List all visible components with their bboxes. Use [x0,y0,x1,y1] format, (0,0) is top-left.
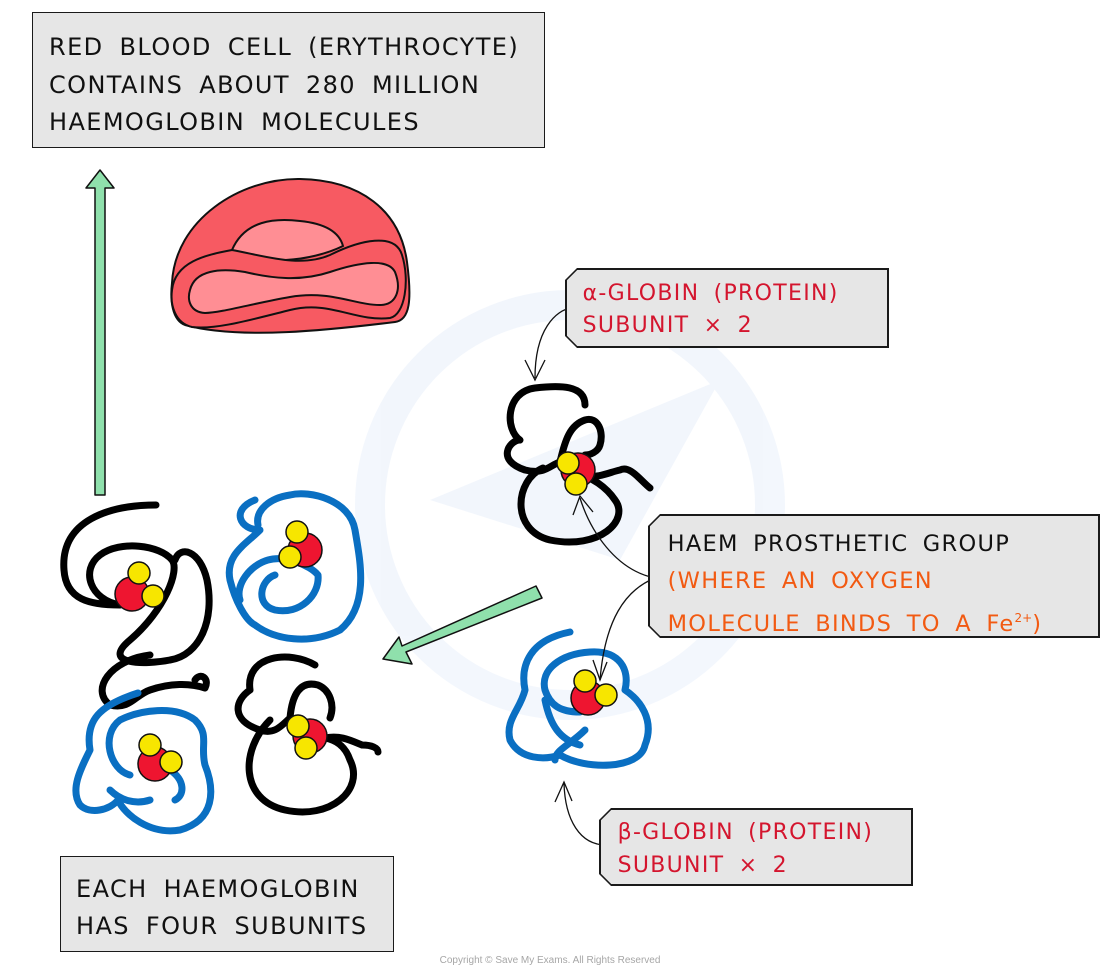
haemoglobin-beta-subunit-2 [72,689,215,835]
alpha-globin-subunit [503,383,654,546]
haem-connector-alpha [579,497,656,579]
haem-prosthetic-label: HAEM PROSTHETIC GROUP (WHERE AN OXYGEN M… [648,514,1100,638]
arrow-up-to-rbc [85,169,115,496]
haem-arrowhead-beta-icon [592,659,608,682]
oxygen-atom-icon [564,472,588,496]
four-subunits-line: HAS FOUR SUBUNITS [76,912,368,940]
rbc-info-line: HAEMOGLOBIN MOLECULES [49,108,420,136]
haem-connector-beta [599,577,656,681]
iron-charge-superscript: 2+ [1014,610,1033,625]
alpha-symbol: α [582,280,599,306]
beta-arrowhead-icon [554,780,573,803]
beta-connector [563,782,607,846]
beta-label-text: -GLOBIN (PROTEIN) [632,819,874,845]
haemoglobin-molecule [60,490,382,835]
four-subunits-line: EACH HAEMOGLOBIN [76,875,360,903]
haem-label-title: HAEM PROSTHETIC GROUP [667,530,1011,557]
alpha-label-line-1: α-GLOBIN (PROTEIN) [583,278,888,310]
oxygen-atom-icon [573,669,597,693]
oxygen-atom-icon [594,683,618,707]
oxygen-atom-icon [556,451,580,475]
haem-label-line-2: (WHERE AN OXYGEN [667,567,933,594]
copyright-notice: Copyright © Save My Exams. All Rights Re… [439,955,661,966]
rbc-info-line: RED BLOOD CELL (ERYTHROCYTE) [49,33,520,61]
alpha-globin-label: α-GLOBIN (PROTEIN) SUBUNIT × 2 [565,268,889,348]
beta-label-line-2: SUBUNIT × 2 [617,852,788,878]
alpha-label-line-2: SUBUNIT × 2 [582,312,753,338]
haem-label-line-3-text: MOLECULE BINDS TO A Fe [667,610,1015,637]
four-subunits-box: EACH HAEMOGLOBIN HAS FOUR SUBUNITS [60,856,394,952]
beta-symbol: β [617,819,633,845]
watermark-logo [355,290,785,720]
haemoglobin-alpha-subunit-1 [60,501,213,710]
beta-globin-subunit [505,628,652,769]
haemoglobin-beta-subunit-1 [225,490,365,643]
haem-arrowhead-alpha-icon [572,494,594,516]
rbc-info-line: CONTAINS ABOUT 280 MILLION [49,70,481,99]
haemoglobin-alpha-subunit-2 [234,653,382,816]
haem-label-line-3-close: ) [1032,610,1043,637]
alpha-arrowhead-icon [524,359,546,382]
beta-globin-label: β-GLOBIN (PROTEIN) SUBUNIT × 2 [599,808,913,886]
alpha-label-text: -GLOBIN (PROTEIN) [598,280,839,306]
arrow-to-haemoglobin [382,585,543,665]
red-blood-cell-icon [170,177,411,334]
haem-label-line-3: MOLECULE BINDS TO A Fe2+) [668,600,1099,643]
rbc-info-box: RED BLOOD CELL (ERYTHROCYTE) CONTAINS AB… [32,12,545,148]
beta-label-line-1: β-GLOBIN (PROTEIN) [618,816,912,849]
